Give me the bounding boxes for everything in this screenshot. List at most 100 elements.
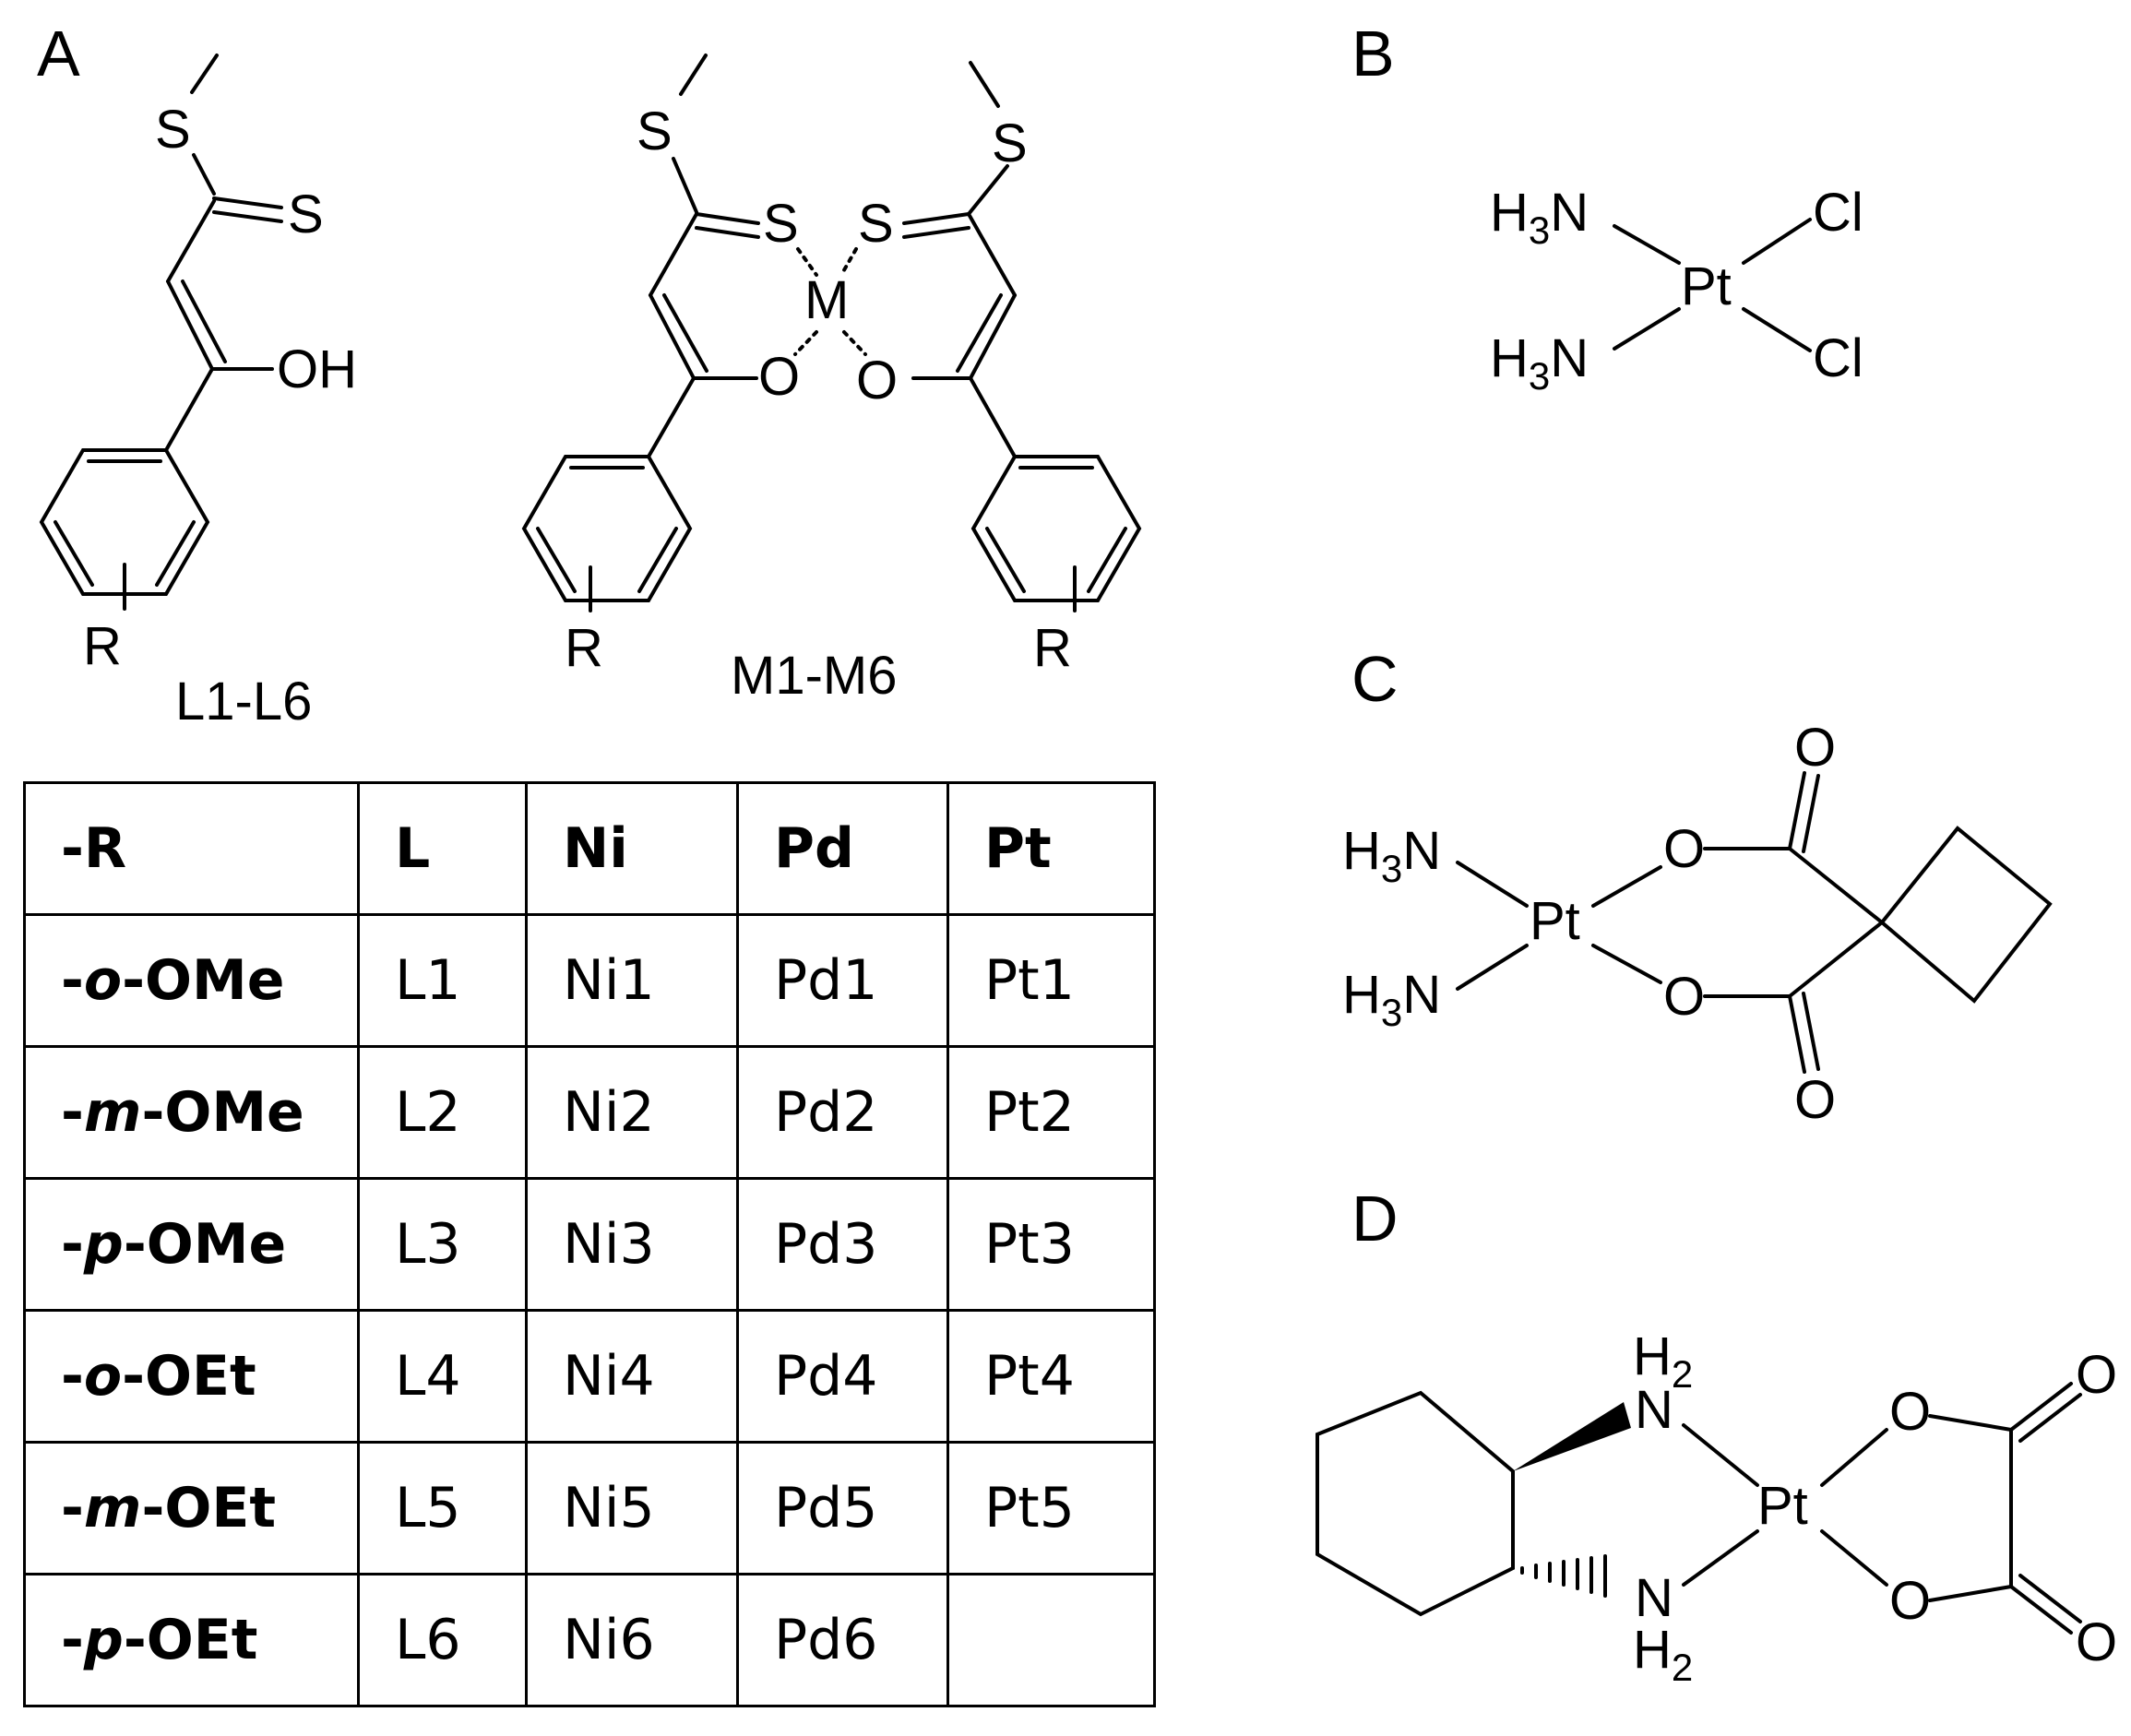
complex-right-cc-double-2 (956, 293, 1003, 373)
ligand-cs-double-bond-1 (212, 196, 283, 209)
ligand-atom-s-thioether: S (155, 100, 191, 160)
pd-cell: Pd6 (736, 1573, 949, 1707)
oxaliplatin-atom-n-top: N (1635, 1380, 1673, 1440)
carboplatin-bond-c-quat-top (1788, 847, 1884, 924)
cisplatin-nh3-bottom: H3N (1490, 328, 1589, 398)
cisplatin-cl-bottom: Cl (1813, 328, 1863, 388)
pd-cell: Pd1 (736, 913, 949, 1048)
header-r: -R (23, 781, 360, 916)
carboplatin-structure: H3N H3N Pt O O O O (1342, 718, 2053, 1130)
ligand-cell: L2 (357, 1045, 528, 1180)
table-row: -o-OEt L4 Ni4 Pd4 Pt4 (23, 1309, 1156, 1444)
complex-right-s-c-bond (967, 164, 1009, 216)
ligand-cc-double-bond-2 (181, 279, 227, 363)
complex-right-c-aryl-bond (969, 376, 1017, 458)
oxaliplatin-h2-top: H2 (1633, 1326, 1693, 1396)
oxaliplatin-bond-o-c-top (1928, 1414, 2013, 1432)
carboplatin-nh3-bottom: H3N (1342, 965, 1441, 1034)
pt-cell: Pt5 (946, 1441, 1156, 1575)
pd-cell: Pd4 (736, 1309, 949, 1444)
ligand-cell: L5 (357, 1441, 528, 1575)
panel-label-d: D (1351, 1183, 1399, 1254)
complex-structure: S S O R M S S O (521, 54, 1142, 706)
pt-cell: Pt4 (946, 1309, 1156, 1444)
cisplatin-bond-cl-top (1742, 218, 1812, 265)
complex-right-ring-inner-3 (1087, 527, 1127, 593)
table-row: -m-OEt L5 Ni5 Pd5 Pt5 (23, 1441, 1156, 1575)
cisplatin-bond-n-bottom (1613, 307, 1681, 351)
carboplatin-bond-n-top (1456, 861, 1529, 908)
oxaliplatin-wedge-bond (1513, 1402, 1631, 1471)
ligand-atom-oh: OH (277, 339, 357, 399)
oxaliplatin-h2-bottom: H2 (1633, 1620, 1693, 1689)
panel-label-b: B (1351, 18, 1395, 89)
complex-left-methyl-bond (679, 54, 708, 96)
complex-right-cc-double-1 (969, 293, 1017, 380)
panel-label-a: A (37, 18, 80, 89)
cisplatin-bond-cl-bottom (1742, 307, 1812, 352)
complex-left-s-c-bond (672, 157, 698, 214)
substituent-cell: -m-OEt (23, 1441, 360, 1575)
header-pd: Pd (736, 781, 949, 916)
complex-right-benzene-ring (970, 455, 1142, 602)
complex-left-atom-o: O (758, 347, 800, 407)
complex-right-atom-s-thione: S (858, 194, 894, 254)
table-row: -o-OMe L1 Ni1 Pd1 Pt1 (23, 913, 1156, 1048)
ni-cell: Ni1 (525, 913, 739, 1048)
complex-left-cc-bond (649, 212, 698, 297)
complex-coord-s-left (796, 247, 818, 277)
complex-right-atom-o: O (856, 351, 898, 410)
ni-cell: Ni5 (525, 1441, 739, 1575)
carboplatin-carbonyl-top-2 (1802, 774, 1820, 853)
carboplatin-bond-o-bottom (1591, 944, 1662, 984)
oxaliplatin-bond-n-top (1682, 1423, 1759, 1487)
ligand-cell: L1 (357, 913, 528, 1048)
carboplatin-atom-o-bottom: O (1663, 967, 1705, 1027)
ni-cell: Ni4 (525, 1309, 739, 1444)
oxaliplatin-carbonyl-top-1 (2009, 1382, 2073, 1432)
oxaliplatin-atom-pt: Pt (1757, 1476, 1808, 1536)
complex-left-cc-double-1 (649, 293, 696, 380)
oxaliplatin-bond-n-bottom (1682, 1529, 1759, 1587)
ligand-cc-double-bond-1 (166, 279, 214, 371)
pd-cell: Pd2 (736, 1045, 949, 1180)
carboplatin-bond-c-quat-bottom (1788, 921, 1884, 998)
carboplatin-bond-n-bottom (1456, 944, 1529, 991)
carboplatin-carbonyl-bottom-2 (1802, 992, 1820, 1071)
table-row: -m-OMe L2 Ni2 Pd2 Pt2 (23, 1045, 1156, 1180)
oxaliplatin-carbonyl-bottom-1 (2009, 1585, 2073, 1635)
complex-right-methyl-bond (969, 61, 1000, 108)
carboplatin-bond-o-top (1591, 865, 1662, 908)
oxaliplatin-atom-o-top: O (1889, 1382, 1931, 1442)
complex-left-c-aryl-bond (647, 376, 696, 458)
pt-cell: Pt2 (946, 1045, 1156, 1180)
ligand-s-c-bond (192, 153, 216, 196)
oxaliplatin-atom-o-bottom: O (1889, 1571, 1931, 1631)
complex-left-atom-s-thione: S (763, 194, 799, 254)
ligand-structure: S S OH R L1-L6 (39, 54, 357, 731)
oxaliplatin-carbonyl-top-2 (2018, 1393, 2082, 1443)
ligand-cs-double-bond-2 (212, 210, 283, 223)
complex-coord-s-right (839, 247, 858, 277)
cisplatin-cl-top: Cl (1813, 183, 1863, 243)
ligand-methyl-bond (190, 54, 219, 94)
cisplatin-nh3-top: H3N (1490, 183, 1589, 252)
header-l: L (357, 781, 528, 916)
carboplatin-cyclobutane-ring (1879, 826, 2053, 1004)
substituent-cell: -p-OEt (23, 1573, 360, 1707)
carboplatin-carbonyl-top-1 (1788, 771, 1806, 850)
complex-series-label: M1-M6 (731, 646, 897, 706)
ligand-ring-inner-bond-3 (155, 520, 196, 587)
oxaliplatin-atom-o-carbonyl-top: O (2076, 1345, 2117, 1405)
substituent-cell: -o-OEt (23, 1309, 360, 1444)
ligand-cc-bond (166, 199, 216, 283)
panel-label-c: C (1351, 643, 1399, 715)
table-row: -p-OMe L3 Ni3 Pd3 Pt3 (23, 1177, 1156, 1312)
carboplatin-carbonyl-bottom-1 (1788, 994, 1806, 1074)
complex-coord-o-left (793, 330, 818, 356)
pt-cell: Pt3 (946, 1177, 1156, 1312)
oxaliplatin-atom-o-carbonyl-bottom: O (2076, 1612, 2117, 1672)
oxaliplatin-carbonyl-bottom-2 (2018, 1574, 2082, 1623)
cisplatin-atom-pt: Pt (1681, 256, 1732, 316)
ligand-benzene-ring (39, 448, 210, 596)
